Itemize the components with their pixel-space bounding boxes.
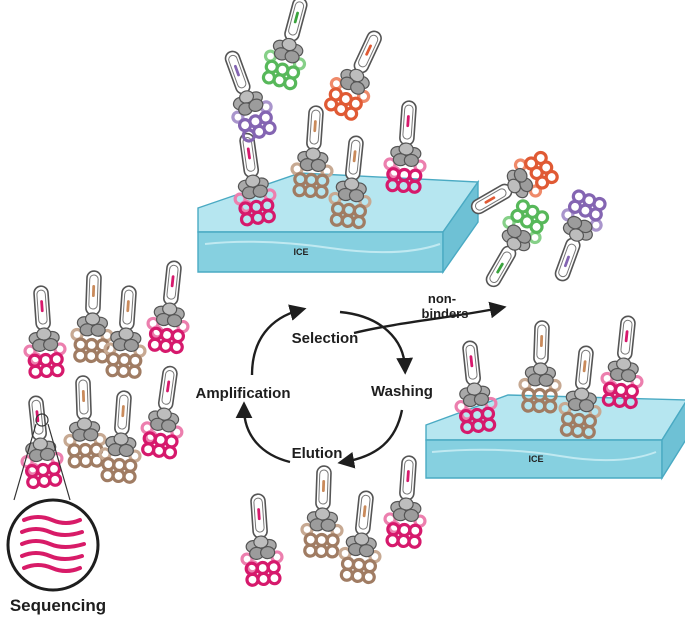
ice-label-top: ICE [293, 247, 308, 257]
label-selection: Selection [292, 330, 359, 347]
phage-eluted [301, 465, 344, 557]
sequencing-magnifier [6, 498, 100, 592]
zoom-lines [13, 413, 71, 501]
label-nonbinders-2: binders [422, 306, 469, 321]
phage-free [321, 24, 395, 123]
phage-amplified [21, 285, 67, 378]
label-elution: Elution [292, 445, 343, 462]
label-nonbinders-1: non- [428, 291, 456, 306]
phage-nonbinder [541, 188, 610, 287]
phage-free [259, 0, 321, 91]
label-washing: Washing [371, 383, 433, 400]
phage-bound [599, 314, 648, 408]
label-sequencing: Sequencing [10, 596, 106, 615]
ice-label-right: ICE [528, 454, 543, 464]
arrow-selection-to-washing [339, 310, 414, 375]
arrow-washing-to-elution [337, 409, 404, 469]
phage-eluted [337, 489, 386, 583]
phage-amplified [145, 259, 194, 353]
label-amplification: Amplification [195, 385, 290, 402]
phage-sequenced [15, 394, 64, 488]
phage-amplified [139, 364, 191, 459]
cycle-arrows [235, 301, 507, 469]
phage-eluted [383, 455, 429, 548]
dna-sequence-waves [20, 515, 86, 573]
phage-amplified [71, 270, 114, 362]
phage-eluted [238, 493, 284, 586]
arrow-amplification-to-selection [250, 304, 307, 376]
arrow-elution-to-amplification [235, 401, 291, 464]
arrow-to-nonbinders [353, 301, 507, 335]
